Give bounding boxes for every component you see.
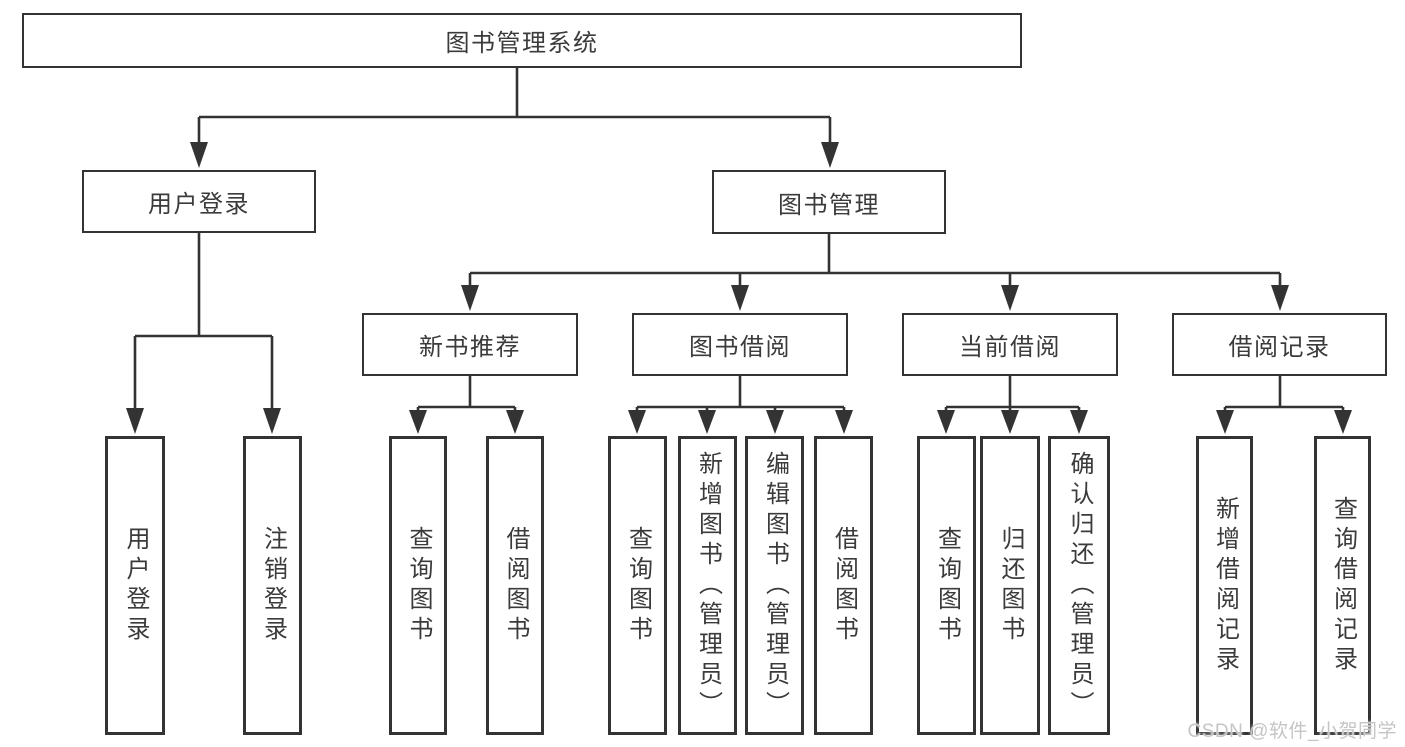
node-user-login: 用户登录	[82, 170, 316, 233]
node-label: 用户登录	[148, 191, 250, 218]
node-label: 新增借阅记录	[1211, 495, 1239, 676]
leaf-bb-borrow-books: 借阅图书	[814, 436, 873, 735]
node-label: 借阅图书	[502, 525, 529, 646]
node-label: 查询借阅记录	[1329, 495, 1357, 676]
node-label: 新增图书（管理员）	[694, 450, 722, 721]
connector-book-borrowing-to-leaves	[628, 376, 853, 434]
leaf-bb-edit-books-admin: 编辑图书（管理员）	[745, 436, 804, 735]
leaf-cb-query-books: 查询图书	[917, 436, 976, 735]
node-label: 查询图书	[933, 525, 961, 646]
leaf-cb-return-books: 归还图书	[980, 436, 1040, 735]
node-label: 新书推荐	[419, 334, 521, 361]
node-label: 确认归还（管理员）	[1066, 450, 1093, 721]
leaf-logout: 注销登录	[243, 436, 302, 735]
node-label: 归还图书	[997, 525, 1024, 646]
connector-book-management-to-level3	[461, 234, 1289, 311]
node-label: 注销登录	[259, 525, 287, 646]
connector-borrowing-records-to-leaves	[1216, 376, 1352, 434]
leaf-br-query-record: 查询借阅记录	[1314, 436, 1371, 735]
node-current-borrowing: 当前借阅	[902, 313, 1118, 376]
node-label: 借阅记录	[1228, 334, 1331, 361]
csdn-watermark: CSDN @软件_小贺同学	[1187, 721, 1397, 742]
node-label: 图书管理系统	[445, 30, 599, 57]
leaf-nbr-borrow-books: 借阅图书	[486, 436, 544, 735]
node-new-book-recommend: 新书推荐	[362, 313, 578, 376]
node-label: 图书借阅	[689, 334, 791, 361]
leaf-user-login: 用户登录	[105, 436, 165, 735]
node-label: 查询图书	[624, 525, 652, 646]
leaf-cb-confirm-return-admin: 确认归还（管理员）	[1048, 436, 1110, 735]
node-label: 编辑图书（管理员）	[761, 450, 789, 721]
leaf-br-add-record: 新增借阅记录	[1196, 436, 1253, 735]
node-book-management: 图书管理	[712, 170, 946, 234]
node-label: 借阅图书	[830, 525, 858, 646]
node-book-borrowing: 图书借阅	[632, 313, 848, 376]
node-label: 当前借阅	[959, 334, 1061, 361]
leaf-nbr-query-books: 查询图书	[389, 436, 447, 735]
connector-user-login-to-leaves	[126, 233, 281, 434]
leaf-bb-query-books: 查询图书	[608, 436, 667, 735]
node-label: 查询图书	[405, 525, 432, 646]
leaf-bb-add-books-admin: 新增图书（管理员）	[678, 436, 737, 735]
node-library-management-system: 图书管理系统	[22, 13, 1022, 68]
connector-root-to-level2	[190, 68, 839, 168]
node-label: 用户登录	[122, 525, 149, 646]
node-borrowing-records: 借阅记录	[1172, 313, 1387, 376]
connector-current-borrowing-to-leaves	[937, 376, 1088, 434]
connector-new-book-recommend-to-leaves	[409, 376, 524, 434]
node-label: 图书管理	[778, 191, 880, 219]
